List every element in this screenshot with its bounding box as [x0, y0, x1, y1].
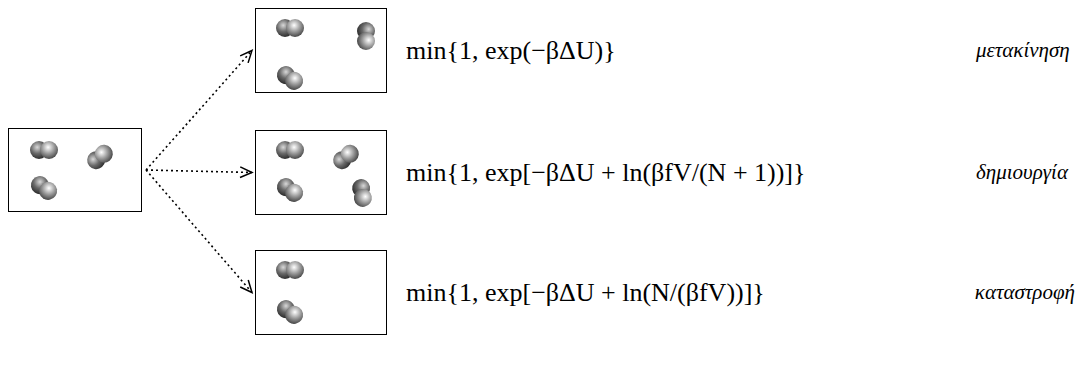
molecule [351, 178, 374, 209]
dotted-arrow [146, 167, 252, 178]
molecule [30, 141, 58, 159]
configuration-box: min{1, exp[−βΔU + ln(βfV/(N + 1))]}δημιο… [255, 130, 387, 215]
move-type-label: δημιουργία [976, 160, 1068, 185]
molecule [27, 173, 60, 204]
dotted-arrow [146, 51, 252, 171]
molecule [273, 297, 306, 328]
configuration-box [8, 128, 142, 212]
dotted-arrow [146, 170, 252, 293]
molecule [276, 141, 304, 159]
configuration-box: min{1, exp(−βΔU)}μετακίνηση [255, 8, 387, 93]
acceptance-formula: min{1, exp[−βΔU + ln(N/(βfV))]} [406, 278, 765, 308]
move-type-label: καταστροφή [975, 280, 1075, 305]
molecule [273, 175, 306, 206]
acceptance-formula: min{1, exp(−βΔU)} [406, 36, 616, 66]
molecule [357, 22, 375, 50]
acceptance-formula: min{1, exp[−βΔU + ln(βfV/(N + 1))]} [406, 158, 806, 188]
molecule [83, 141, 116, 173]
move-type-label: μετακίνηση [976, 38, 1070, 63]
molecule [329, 141, 362, 173]
molecule [276, 261, 304, 279]
configuration-box: min{1, exp[−βΔU + ln(N/(βfV))]}καταστροφ… [255, 250, 387, 335]
molecule [273, 63, 306, 94]
molecule [276, 19, 304, 37]
